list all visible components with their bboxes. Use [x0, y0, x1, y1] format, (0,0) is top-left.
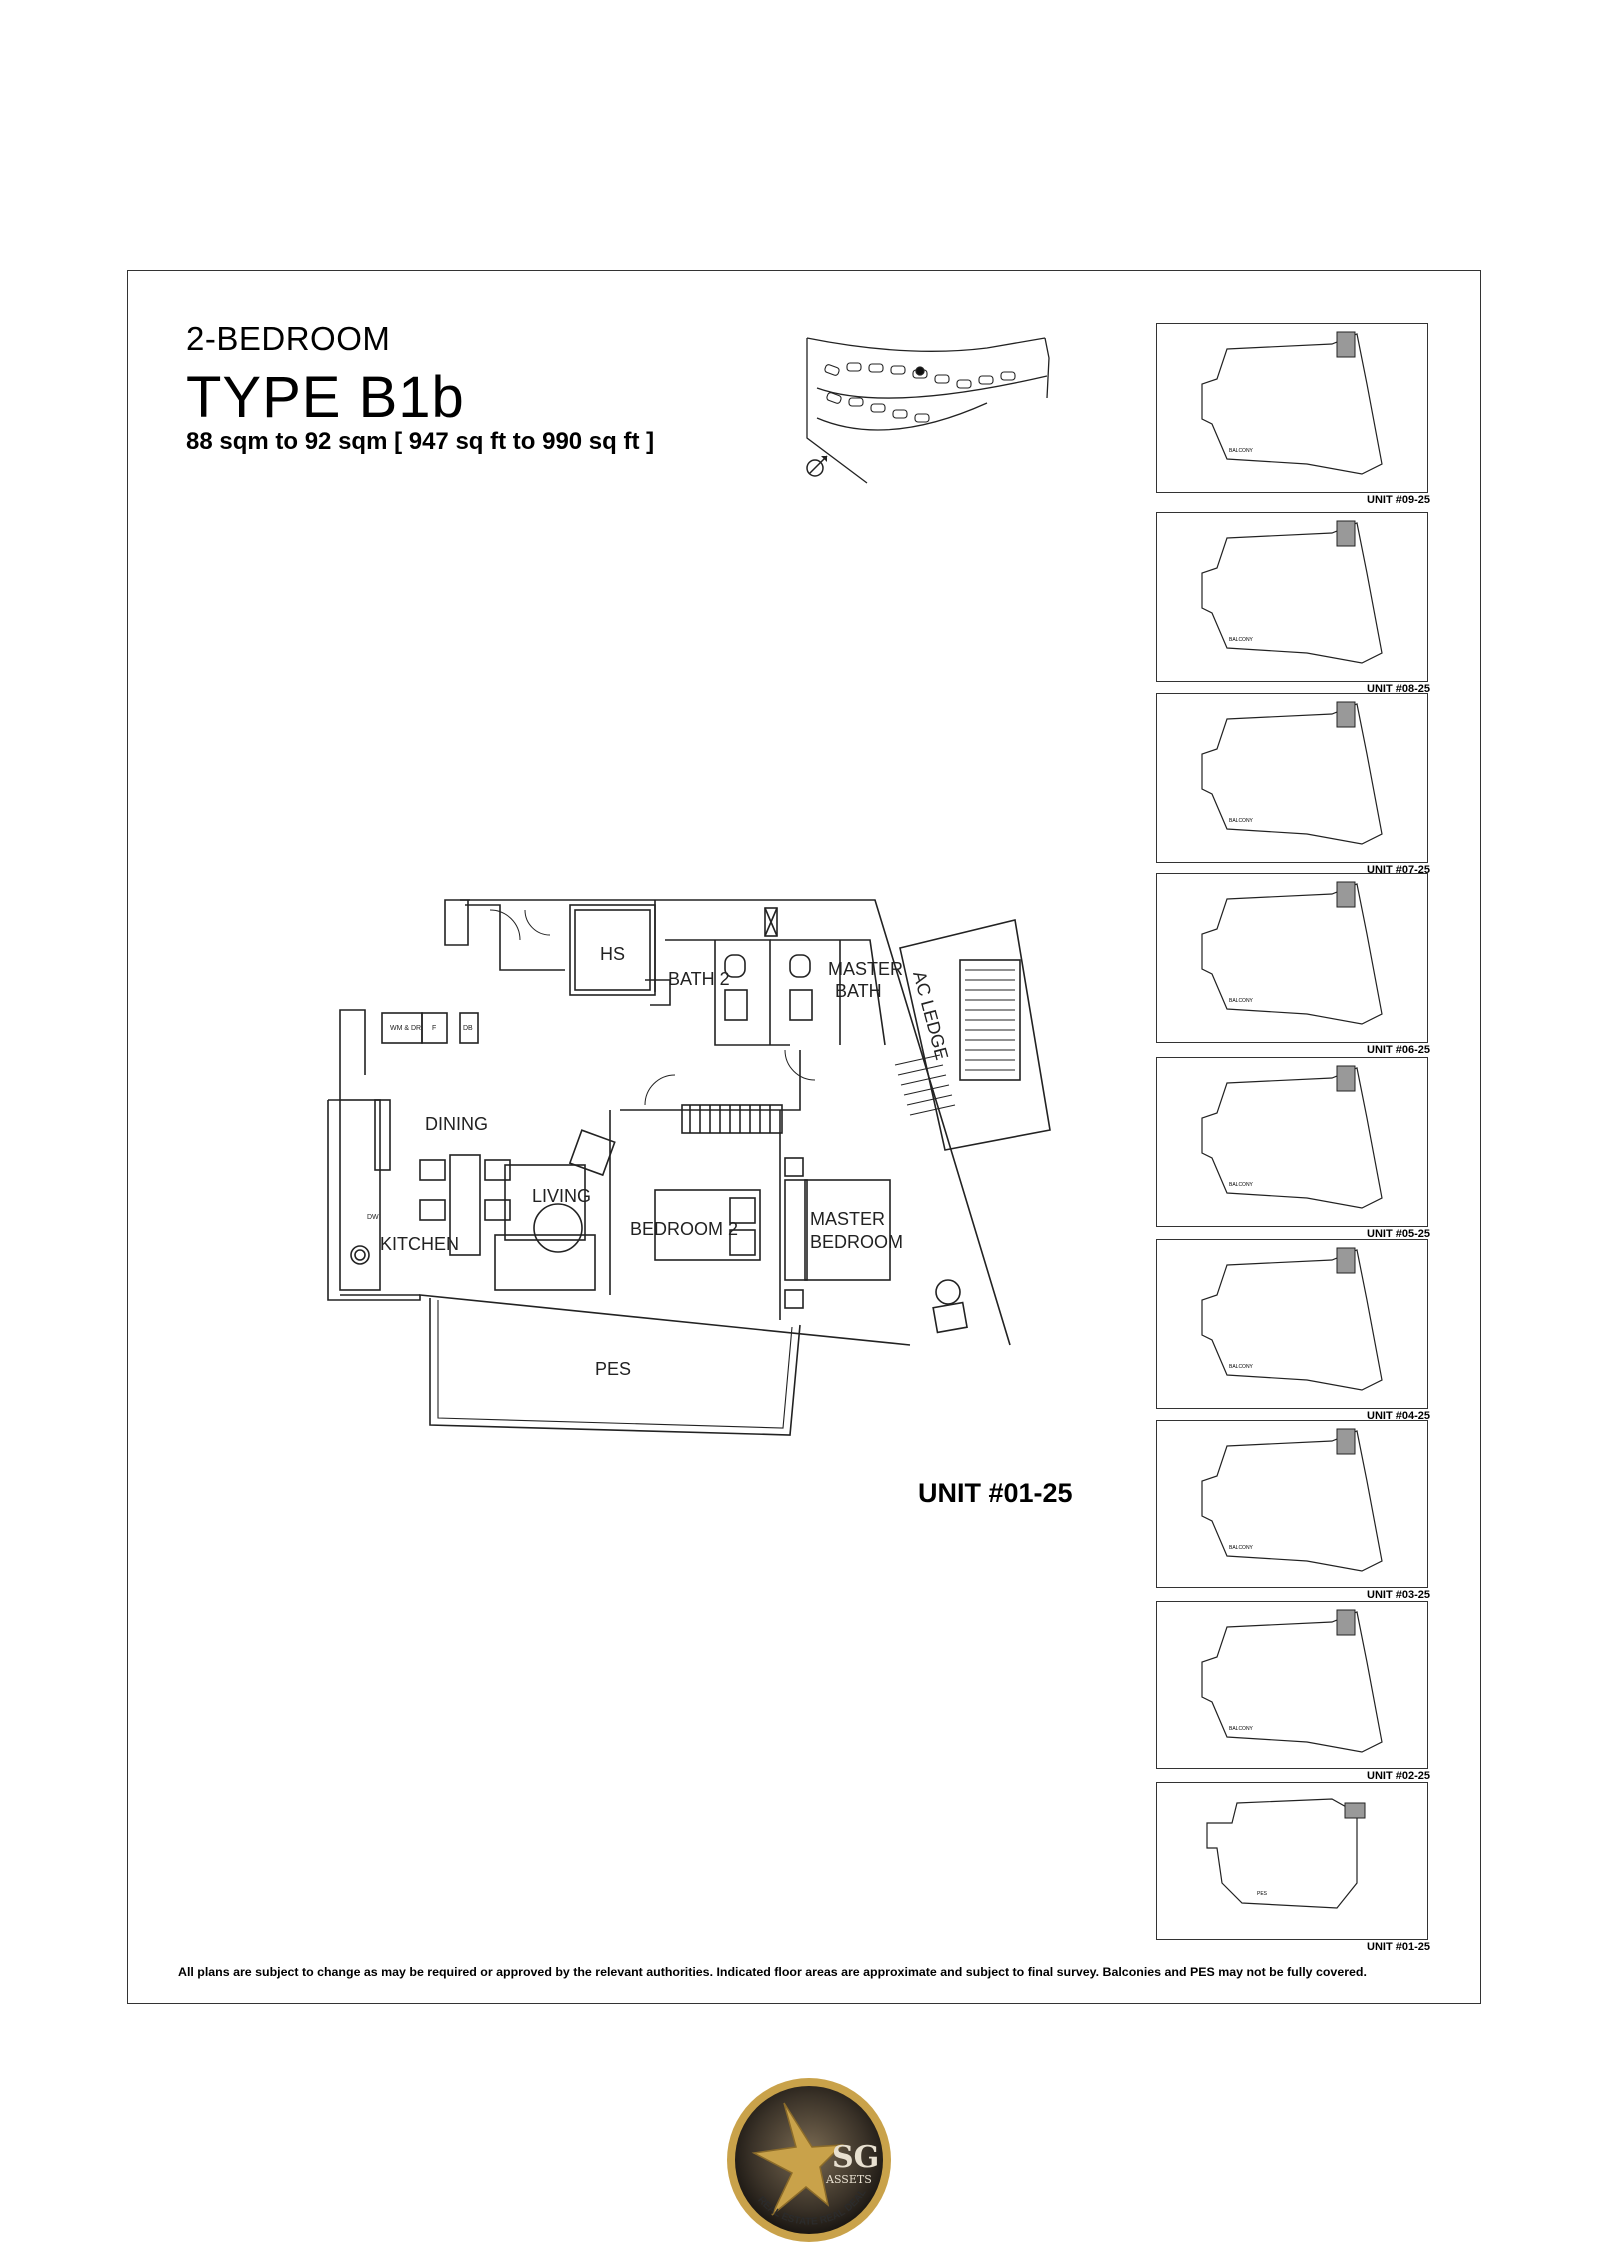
unit-thumbnail: BALCONY [1156, 1601, 1428, 1769]
thumbnail-caption: BALCONY [1229, 1545, 1254, 1551]
thumbnail-caption: BALCONY [1229, 998, 1254, 1004]
room-label-living: LIVING [532, 1186, 591, 1206]
label-db: DB [463, 1025, 473, 1032]
sg-assets-logo: SG ASSETS REAL ESTATE REAL DEAL [727, 2078, 891, 2242]
label-wm: WM & DR [390, 1025, 421, 1032]
thumbnail-plan-outline: BALCONY [1201, 520, 1383, 664]
thumbnail-unit-label: UNIT #06-25 [1367, 1044, 1430, 1056]
floor-plan: HS BATH 2 MASTER BATH AC LEDGE DINING LI… [327, 899, 1051, 1436]
disclaimer-text: All plans are subject to change as may b… [178, 1965, 1367, 1979]
room-label-master-bath-2: BATH [835, 981, 882, 1001]
room-label-pes: PES [595, 1359, 631, 1379]
room-label-kitchen: KITCHEN [380, 1234, 459, 1254]
thumbnail-plan-outline: BALCONY [1201, 1609, 1383, 1753]
room-label-bedroom2: BEDROOM 2 [630, 1219, 738, 1239]
thumbnail-unit-label: UNIT #08-25 [1367, 683, 1430, 695]
thumbnail-caption: BALCONY [1229, 1182, 1254, 1188]
thumbnail-unit-label: UNIT #01-25 [1367, 1941, 1430, 1953]
thumbnail-unit-label: UNIT #09-25 [1367, 494, 1430, 506]
unit-thumbnail: BALCONY [1156, 323, 1428, 493]
label-fridge: F [432, 1025, 436, 1032]
thumbnail-caption: PES [1257, 1891, 1268, 1897]
site-key-plan [806, 337, 1050, 484]
unit-thumbnail: BALCONY [1156, 1057, 1428, 1227]
unit-type-title: TYPE B1b [186, 365, 465, 430]
unit-thumbnail: PES [1156, 1782, 1428, 1940]
room-label-dining: DINING [425, 1114, 488, 1134]
thumbnail-unit-label: UNIT #04-25 [1367, 1410, 1430, 1422]
room-label-master-bedroom-2: BEDROOM [810, 1232, 903, 1252]
thumbnail-caption: BALCONY [1229, 818, 1254, 824]
thumbnail-caption: BALCONY [1229, 1726, 1254, 1732]
thumbnail-plan-outline: BALCONY [1201, 1247, 1383, 1391]
unit-thumbnail: BALCONY [1156, 693, 1428, 863]
logo-subtext: ASSETS [825, 2173, 872, 2186]
unit-category: 2-BEDROOM [186, 320, 391, 357]
thumbnail-plan-outline: BALCONY [1201, 701, 1383, 845]
unit-number-label: UNIT #01-25 [918, 1478, 1073, 1508]
room-label-bath2: BATH 2 [668, 969, 730, 989]
thumbnail-caption: BALCONY [1229, 448, 1254, 454]
thumbnail-plan-outline: BALCONY [1201, 1428, 1383, 1572]
room-label-master-bath-1: MASTER [828, 959, 903, 979]
logo-text: SG [832, 2140, 879, 2175]
thumbnail-plan-outline: BALCONY [1201, 331, 1383, 475]
unit-area: 88 sqm to 92 sqm [ 947 sq ft to 990 sq f… [186, 428, 655, 455]
unit-thumbnail: BALCONY [1156, 1239, 1428, 1409]
thumbnail-caption: BALCONY [1229, 637, 1254, 643]
label-dw: DW [367, 1214, 379, 1221]
floorplan-frame [127, 270, 1481, 2004]
thumbnail-unit-label: UNIT #05-25 [1367, 1228, 1430, 1240]
room-label-hs: HS [600, 944, 625, 964]
unit-thumbnail: BALCONY [1156, 873, 1428, 1043]
thumbnail-plan-outline: BALCONY [1201, 881, 1383, 1025]
thumbnail-plan-outline: BALCONY [1201, 1065, 1383, 1209]
north-arrow-icon [806, 455, 828, 477]
thumbnail-unit-label: UNIT #02-25 [1367, 1770, 1430, 1782]
thumbnail-unit-label: UNIT #03-25 [1367, 1589, 1430, 1601]
unit-thumbnail: BALCONY [1156, 512, 1428, 682]
unit-thumbnail: BALCONY [1156, 1420, 1428, 1588]
thumbnail-caption: BALCONY [1229, 1364, 1254, 1370]
room-label-master-bedroom-1: MASTER [810, 1209, 885, 1229]
thumbnail-plan-outline: PES [1206, 1798, 1366, 1909]
